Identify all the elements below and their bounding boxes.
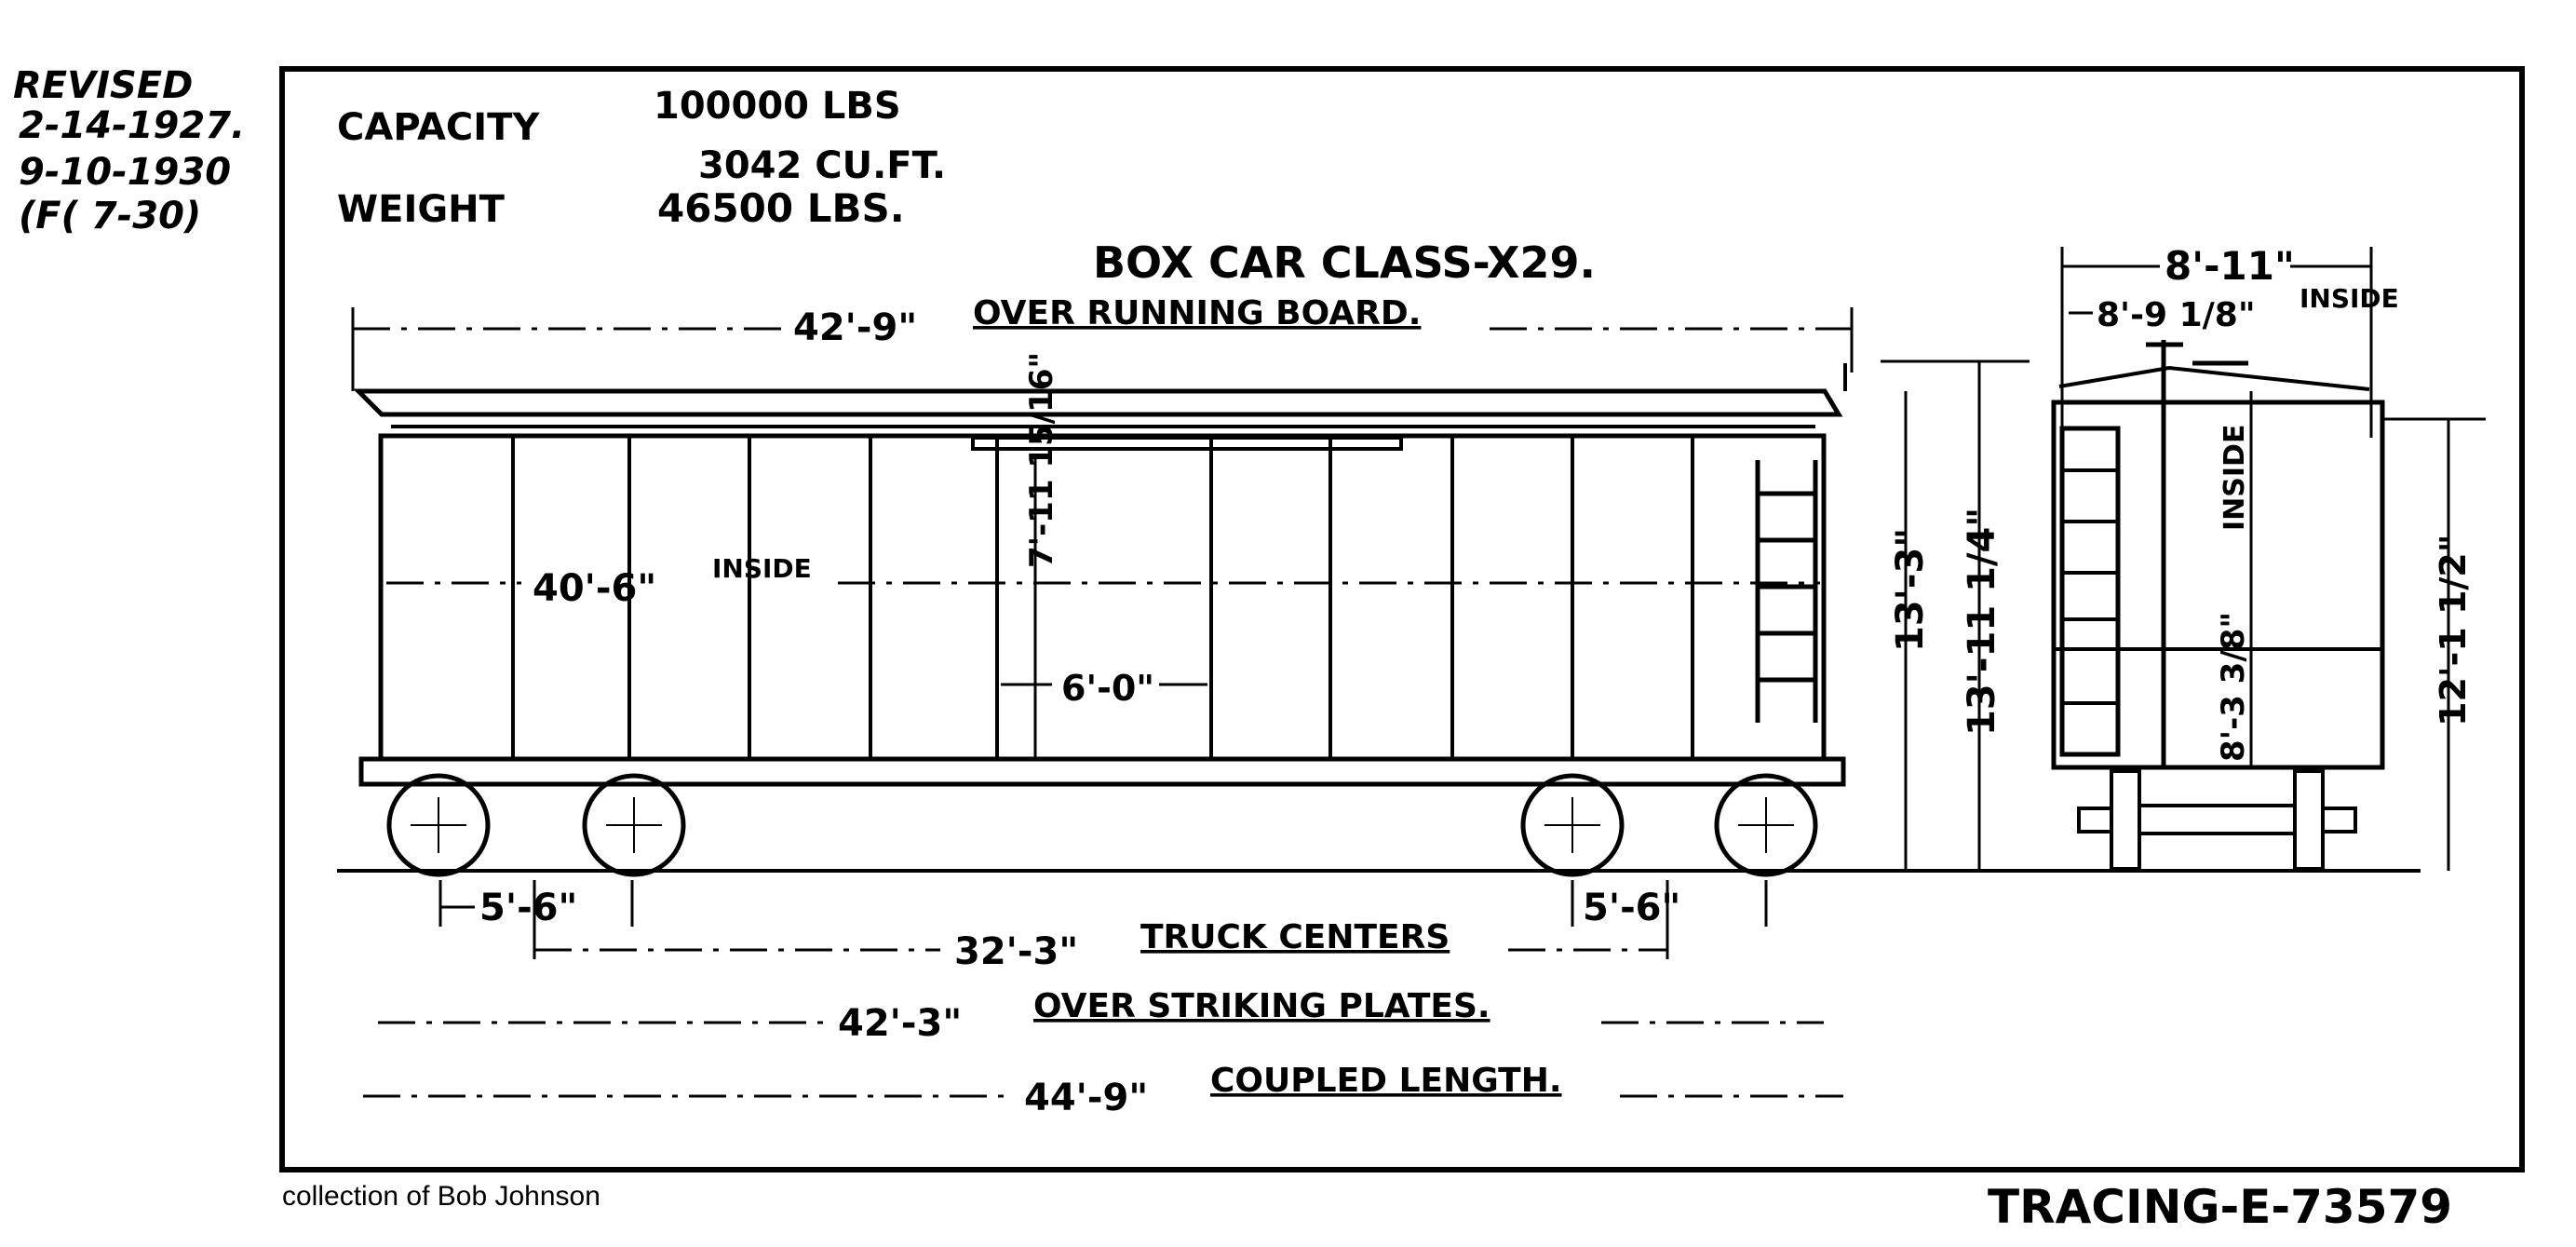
inside-length-dim: 40'-6" — [533, 567, 656, 610]
weight-label: WEIGHT — [337, 188, 506, 231]
ladder — [1755, 460, 1818, 723]
height-dim-a: 13'-3" — [1889, 528, 1932, 652]
car-side-view — [352, 363, 1847, 787]
end-inside-width-dim: 8'-9 1/8" — [2097, 296, 2256, 334]
coupled-length-dim: 44'-9" — [1024, 1077, 1148, 1119]
capacity-label: CAPACITY — [337, 106, 540, 149]
door-track — [971, 436, 1403, 451]
inside-length-label: INSIDE — [712, 553, 812, 584]
collection-credit: collection of Bob Johnson — [282, 1181, 600, 1212]
over-running-board-dim: 42'-9" — [793, 306, 917, 349]
drawing-border — [279, 66, 2525, 1172]
over-striking-plates-dim: 42'-3" — [838, 1002, 962, 1045]
end-inside-height-label: INSIDE — [2219, 425, 2251, 531]
end-inside-height-dim: 8'-3 3/8" — [2215, 612, 2252, 762]
over-running-board-label: OVER RUNNING BOARD. — [973, 294, 1421, 332]
tracing-number: TRACING-E-73579 — [1988, 1180, 2452, 1234]
wheelbase-right-dim: 5'-6" — [1583, 887, 1680, 929]
coupled-length-label: COUPLED LENGTH. — [1210, 1062, 1562, 1100]
door-width-dim: 6'-0" — [1061, 668, 1154, 709]
end-width-dim: 8'-11" — [2165, 243, 2295, 289]
drawing-title: BOX CAR CLASS-X29. — [1093, 237, 1596, 288]
revised-label: REVISED — [13, 64, 193, 107]
truck-centers-dim: 32'-3" — [954, 930, 1078, 973]
car-end-view: 8'-11" 8'-9 1/8" INSIDE INSIDE 8'-3 3/8"… — [2051, 243, 2486, 871]
capacity-cuft: 3042 CU.FT. — [698, 144, 946, 187]
end-inside-width-label: INSIDE — [2300, 283, 2399, 314]
height-dim-b: 13'-11 1/4" — [1961, 508, 2003, 736]
door-height-dim: 7'-11 15/16" — [1023, 352, 1060, 568]
over-striking-plates-label: OVER STRIKING PLATES. — [1033, 987, 1490, 1025]
truck-centers-label: TRUCK CENTERS — [1140, 918, 1450, 956]
capacity-lbs: 100000 LBS — [654, 85, 901, 128]
wheels — [386, 773, 1818, 877]
wheelbase-left-dim: 5'-6" — [479, 887, 577, 929]
revision-date-2: 9-10-1930 — [19, 151, 231, 194]
weight-value: 46500 LBS. — [657, 185, 905, 231]
end-height-dim: 12'-1 1/2" — [2433, 534, 2474, 726]
revision-date-1: 2-14-1927. — [19, 104, 245, 147]
revision-date-3: (F( 7-30) — [19, 195, 201, 237]
